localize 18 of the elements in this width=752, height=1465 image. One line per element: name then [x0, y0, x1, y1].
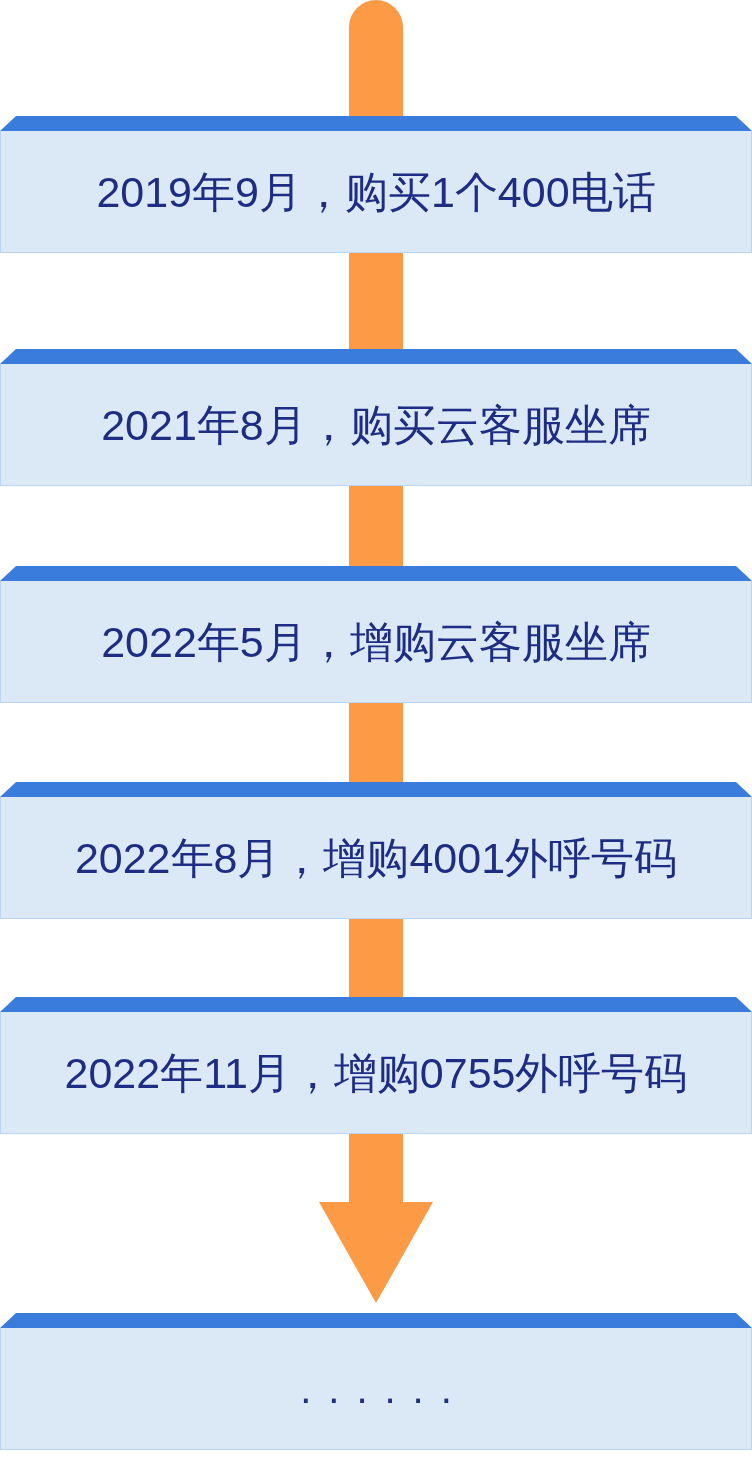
flow-arrow	[349, 486, 403, 566]
event-text: ......	[299, 1365, 469, 1413]
event-text: 2022年8月，增购4001外呼号码	[74, 832, 678, 884]
event-text: 2019年9月，购买1个400电话	[96, 166, 656, 218]
flow-arrow	[349, 919, 403, 997]
timeline-box	[0, 566, 752, 703]
event-text: 2022年5月，增购云客服坐席	[101, 616, 651, 668]
flow-arrow	[349, 703, 403, 782]
flow-arrow	[319, 1134, 433, 1303]
event-text: 2022年11月，增购0755外呼号码	[64, 1047, 688, 1099]
timeline-box	[0, 782, 752, 919]
timeline-box	[0, 349, 752, 486]
timeline-box	[0, 1313, 752, 1450]
timeline-box	[0, 997, 752, 1134]
flow-arrow	[349, 0, 403, 116]
event-text: 2021年8月，购买云客服坐席	[101, 399, 651, 451]
timeline-box	[0, 116, 752, 253]
flow-arrow	[349, 253, 403, 349]
